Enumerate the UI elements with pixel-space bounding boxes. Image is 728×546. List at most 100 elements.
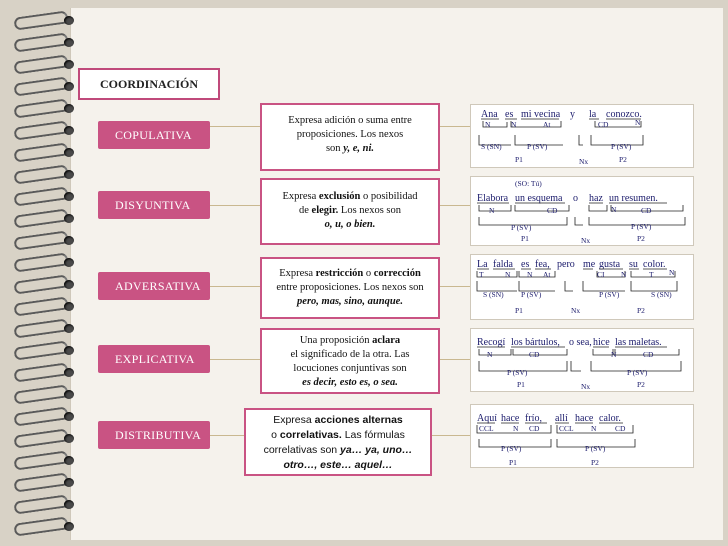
ring-hole bbox=[64, 412, 74, 421]
ring-loop bbox=[13, 274, 68, 294]
tag: N bbox=[485, 120, 491, 129]
spiral-ring bbox=[14, 190, 76, 204]
ring-loop bbox=[13, 362, 68, 382]
ring-loop bbox=[13, 120, 68, 140]
tag: CD bbox=[547, 206, 558, 215]
desc-line: Expresa restricción o corrección bbox=[268, 267, 432, 281]
connector-line bbox=[440, 286, 470, 287]
tag: CI bbox=[597, 270, 605, 279]
example-word: la bbox=[589, 109, 597, 120]
example-word: o bbox=[573, 193, 578, 204]
desc-keyword: corrección bbox=[374, 268, 421, 279]
ring-hole bbox=[64, 60, 74, 69]
tag: N bbox=[621, 270, 627, 279]
ring-loop bbox=[13, 516, 68, 536]
tag: CD bbox=[529, 350, 540, 359]
example-word: hice bbox=[593, 337, 610, 348]
nexos-list: o, u, o bien. bbox=[268, 218, 432, 232]
tag: CCL bbox=[479, 424, 494, 433]
ring-hole bbox=[64, 192, 74, 201]
desc-line: Expresa acciones alternas bbox=[252, 413, 424, 428]
example-word: y bbox=[570, 109, 575, 120]
proposition-label: P2 bbox=[637, 234, 645, 243]
ring-loop bbox=[13, 252, 68, 272]
tag: N bbox=[513, 424, 519, 433]
tag: CCL bbox=[559, 424, 574, 433]
function-label: P (SV) bbox=[521, 290, 542, 299]
example-word: un esquema bbox=[515, 193, 563, 204]
ring-hole bbox=[64, 214, 74, 223]
tag: N bbox=[635, 118, 641, 127]
ring-hole bbox=[64, 104, 74, 113]
category-adversativa: ADVERSATIVA bbox=[98, 272, 210, 300]
desc-keyword: elegir. bbox=[312, 205, 339, 216]
category-distributiva: DISTRIBUTIVA bbox=[98, 421, 210, 449]
example-word: pero bbox=[557, 259, 575, 270]
example-word: los bártulos, bbox=[511, 337, 560, 348]
function-label: P (SV) bbox=[585, 444, 606, 453]
example-explicativa: Recogí los bártulos, o sea, hice las mal… bbox=[470, 328, 694, 392]
category-explicativa: EXPLICATIVA bbox=[98, 345, 210, 373]
connector-line bbox=[432, 435, 470, 436]
spiral-ring bbox=[14, 102, 76, 116]
example-word: color. bbox=[643, 259, 666, 270]
spiral-ring bbox=[14, 212, 76, 226]
example-word: hace bbox=[575, 413, 594, 424]
desc-line: o correlativas. Las fórmulas bbox=[252, 428, 424, 443]
ring-loop bbox=[13, 296, 68, 316]
desc-line: correlativas son ya… ya, uno… bbox=[252, 443, 424, 458]
description-explicativa: Una proposición aclara el significado de… bbox=[260, 328, 440, 394]
ring-hole bbox=[64, 324, 74, 333]
ring-loop bbox=[13, 472, 68, 492]
example-word: o sea, bbox=[569, 337, 592, 348]
desc-text: Expresa bbox=[273, 414, 314, 426]
proposition-label: P1 bbox=[509, 458, 517, 467]
connector-line bbox=[440, 126, 470, 127]
desc-text: Las fórmulas bbox=[342, 429, 405, 441]
spiral-ring bbox=[14, 14, 76, 28]
function-label: P (SV) bbox=[611, 142, 632, 151]
spiral-ring bbox=[14, 454, 76, 468]
proposition-label: P2 bbox=[619, 155, 627, 164]
spiral-ring bbox=[14, 80, 76, 94]
category-disyuntiva: DISYUNTIVA bbox=[98, 191, 210, 219]
description-copulativa: Expresa adición o suma entre proposicion… bbox=[260, 103, 440, 171]
desc-text: o posibilidad bbox=[360, 191, 417, 202]
example-word: Recogí bbox=[477, 337, 506, 348]
ring-hole bbox=[64, 16, 74, 25]
ring-hole bbox=[64, 280, 74, 289]
desc-line: proposiciones. Los nexos bbox=[268, 128, 432, 142]
connector-line bbox=[210, 205, 260, 206]
spiral-ring bbox=[14, 36, 76, 50]
desc-keyword: correlativas. bbox=[280, 429, 342, 441]
proposition-label: P2 bbox=[637, 380, 645, 389]
ring-hole bbox=[64, 434, 74, 443]
tag: T bbox=[649, 270, 654, 279]
example-word: mi vecina bbox=[521, 109, 561, 120]
ring-hole bbox=[64, 148, 74, 157]
ring-hole bbox=[64, 236, 74, 245]
proposition-label: Nx bbox=[571, 306, 580, 315]
desc-line: Una proposición aclara bbox=[268, 334, 432, 348]
ring-loop bbox=[13, 54, 68, 74]
nexos-list: ya… ya, uno… bbox=[340, 444, 412, 456]
spiral-ring bbox=[14, 146, 76, 160]
ring-hole bbox=[64, 522, 74, 531]
tag: N bbox=[505, 270, 511, 279]
implicit-subject: (SO: Tú) bbox=[515, 179, 542, 188]
proposition-label: P1 bbox=[521, 234, 529, 243]
desc-text: correlativas son bbox=[264, 444, 340, 456]
tag: At bbox=[543, 270, 551, 279]
connector-line bbox=[440, 205, 470, 206]
ring-loop bbox=[13, 10, 68, 30]
ring-hole bbox=[64, 170, 74, 179]
connector-line bbox=[210, 286, 260, 287]
spiral-ring bbox=[14, 476, 76, 490]
example-word: fea, bbox=[535, 259, 550, 270]
ring-loop bbox=[13, 230, 68, 250]
ring-hole bbox=[64, 82, 74, 91]
example-word: un resumen. bbox=[609, 193, 658, 204]
example-word: Elabora bbox=[477, 193, 509, 204]
tag: N bbox=[487, 350, 493, 359]
